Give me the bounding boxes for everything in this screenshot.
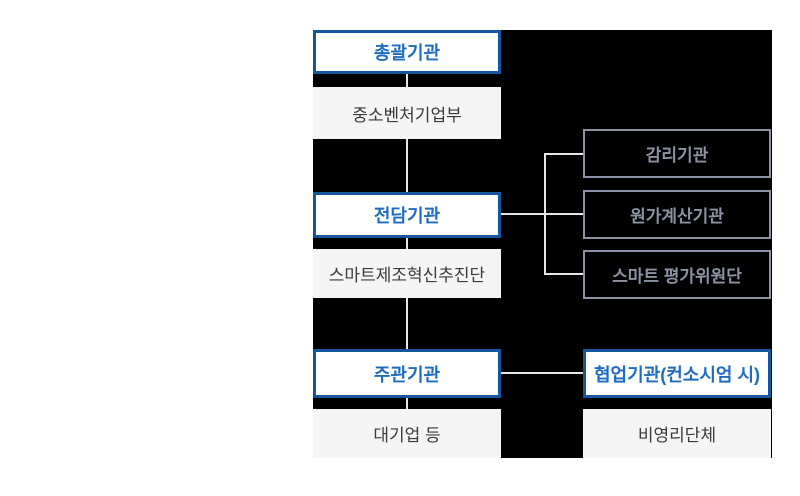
connector-branch-to-evaluation-committee xyxy=(544,273,583,275)
node-cost-calculation-agency: 원가계산기관 xyxy=(583,190,771,239)
node-nonprofit-organization: 비영리단체 xyxy=(583,409,771,458)
connector-branch-to-supervision xyxy=(544,153,583,155)
connector-general-to-ministry xyxy=(406,74,408,87)
node-smart-evaluation-committee: 스마트 평가위원단 xyxy=(583,250,771,299)
node-smart-manufacturing-innovation-group: 스마트제조혁신추진단 xyxy=(313,249,501,298)
connector-innovation-group-to-host xyxy=(406,298,408,349)
connector-dedicated-to-support-branch xyxy=(501,213,583,215)
node-supervision-agency: 감리기관 xyxy=(583,129,771,178)
node-general-agency: 총괄기관 xyxy=(313,30,501,74)
connector-support-branch-vertical xyxy=(544,153,546,275)
node-dedicated-agency: 전담기관 xyxy=(313,192,501,238)
org-chart-canvas: 총괄기관 중소벤처기업부 전담기관 스마트제조혁신추진단 주관기관 대기업 등 … xyxy=(313,30,772,458)
node-cooperation-agency-consortium: 협업기관(컨소시엄 시) xyxy=(583,349,771,398)
connector-dedicated-to-innovation-group xyxy=(406,238,408,249)
node-host-agency: 주관기관 xyxy=(313,349,501,398)
node-ministry-of-smes-and-startups: 중소벤처기업부 xyxy=(313,87,501,139)
connector-host-to-large-companies xyxy=(406,398,408,409)
connector-ministry-to-dedicated xyxy=(406,139,408,192)
connector-host-to-cooperation xyxy=(501,372,583,374)
node-large-companies: 대기업 등 xyxy=(313,409,501,458)
